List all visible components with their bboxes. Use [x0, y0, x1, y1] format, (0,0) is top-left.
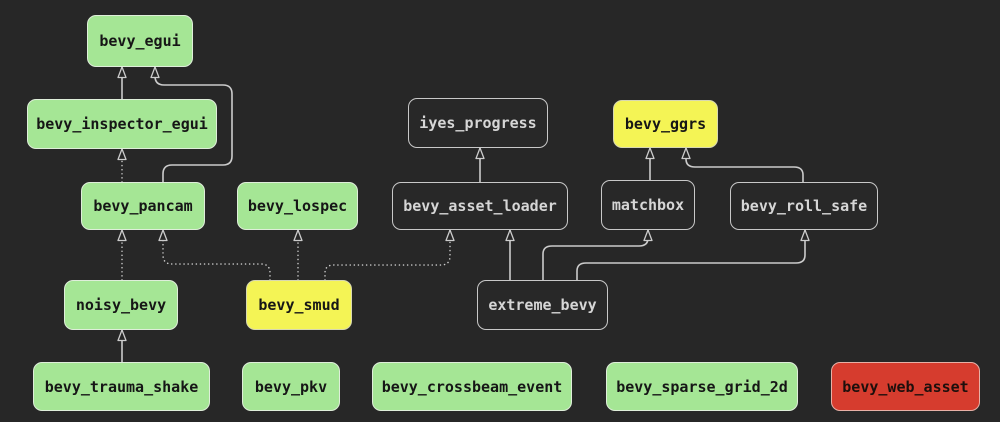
node-label: bevy_lospec [247, 197, 348, 215]
node-label: bevy_web_asset [842, 377, 969, 396]
edge-bevy_roll_safe-bevy_ggrs [681, 147, 804, 182]
node-bevy_web_asset[interactable]: bevy_web_asset [831, 362, 980, 411]
node-label: bevy_pancam [93, 197, 193, 215]
node-label: bevy_ggrs [624, 115, 707, 133]
node-label: bevy_roll_safe [740, 197, 868, 215]
node-label: matchbox [611, 196, 685, 214]
node-label: bevy_trauma_shake [44, 377, 199, 396]
node-bevy_smud[interactable]: bevy_smud [246, 280, 352, 330]
edge-bevy_pancam-bevy_egui [150, 66, 233, 182]
edge-extreme_bevy-matchbox [542, 229, 653, 280]
node-bevy_inspector_egui[interactable]: bevy_inspector_egui [27, 99, 217, 149]
edge-bevy_smud-bevy_pancam [158, 229, 271, 281]
edge-extreme_bevy-bevy_roll_safe [576, 229, 810, 280]
node-label: bevy_inspector_egui [36, 115, 208, 133]
node-label: extreme_bevy [488, 296, 597, 314]
node-bevy_asset_loader[interactable]: bevy_asset_loader [392, 182, 568, 230]
node-bevy_ggrs[interactable]: bevy_ggrs [613, 100, 718, 148]
node-noisy_bevy[interactable]: noisy_bevy [64, 280, 178, 330]
node-bevy_egui[interactable]: bevy_egui [87, 15, 193, 67]
node-label: bevy_egui [99, 32, 181, 50]
node-bevy_sparse_grid_2d[interactable]: bevy_sparse_grid_2d [606, 362, 798, 411]
node-bevy_crossbeam_event[interactable]: bevy_crossbeam_event [372, 362, 572, 411]
node-label: iyes_progress [419, 114, 537, 132]
node-label: noisy_bevy [75, 296, 167, 314]
node-label: bevy_sparse_grid_2d [616, 377, 788, 396]
node-label: bevy_pkv [254, 377, 328, 396]
node-iyes_progress[interactable]: iyes_progress [408, 98, 548, 148]
node-matchbox[interactable]: matchbox [601, 180, 695, 230]
node-bevy_pancam[interactable]: bevy_pancam [81, 182, 205, 230]
node-label: bevy_smud [258, 296, 340, 314]
node-label: bevy_crossbeam_event [381, 377, 563, 396]
node-bevy_roll_safe[interactable]: bevy_roll_safe [730, 182, 878, 230]
node-label: bevy_asset_loader [403, 197, 557, 215]
node-bevy_pkv[interactable]: bevy_pkv [242, 362, 340, 411]
edge-bevy_smud-bevy_asset_loader [324, 229, 455, 281]
node-bevy_trauma_shake[interactable]: bevy_trauma_shake [33, 362, 210, 411]
node-extreme_bevy[interactable]: extreme_bevy [477, 280, 608, 330]
node-bevy_lospec[interactable]: bevy_lospec [237, 182, 358, 230]
